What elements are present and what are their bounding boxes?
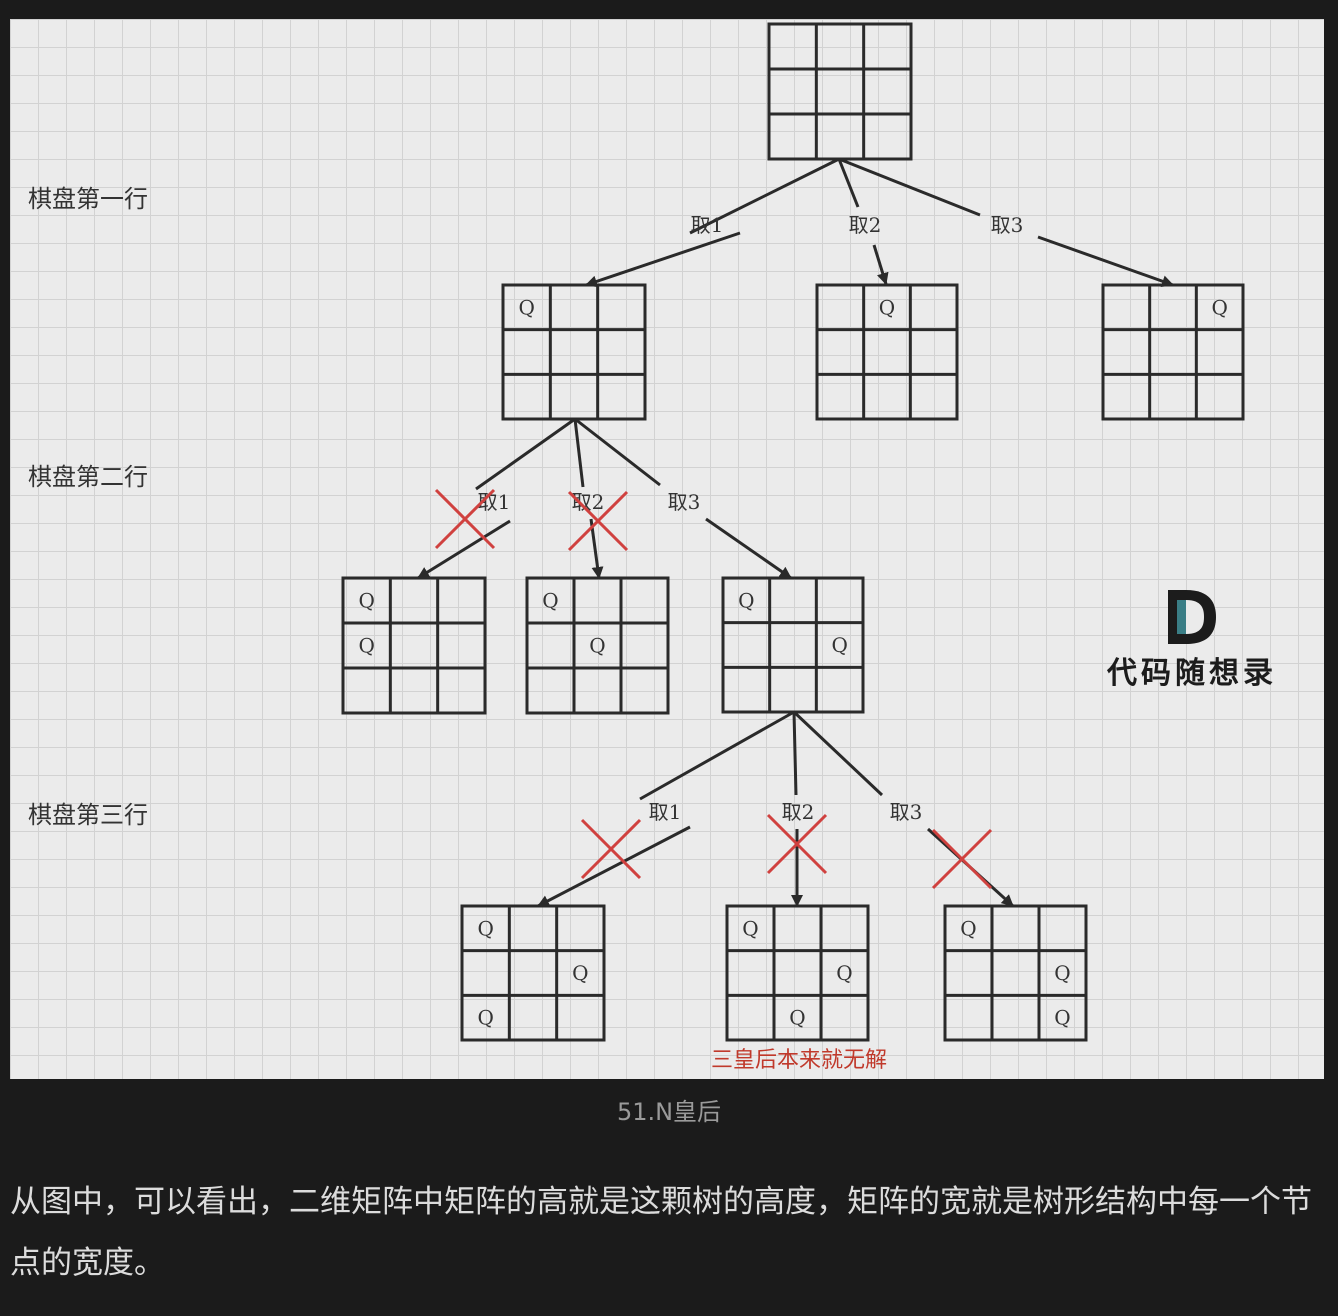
tree-edge — [792, 711, 798, 796]
queen-mark: Q — [358, 589, 374, 613]
row-label-1: 棋盘第一行 — [28, 185, 148, 213]
body-paragraph: 从图中，可以看出，二维矩阵中矩阵的高就是这颗树的高度，矩阵的宽就是树形结构中每一… — [10, 1184, 1312, 1281]
queen-mark: Q — [477, 916, 493, 940]
queen-mark: Q — [1054, 961, 1070, 985]
queen-mark: Q — [1054, 1006, 1070, 1030]
board-level1-1: Q — [501, 283, 647, 421]
logo-d-icon — [1168, 590, 1216, 644]
tree-edge — [574, 417, 661, 487]
prune-cross-icon — [580, 818, 642, 880]
brand-name: 代码随想录 — [1106, 656, 1277, 691]
board-level1-2: Q — [815, 283, 959, 421]
no-solution-note: 三皇后本来就无解 — [711, 1048, 887, 1073]
prune-cross-icon — [567, 490, 629, 552]
row-label-2: 棋盘第二行 — [28, 463, 148, 491]
tree-edges — [417, 157, 1174, 908]
prune-cross-icon — [434, 488, 496, 550]
board-level2-1: QQ — [341, 576, 487, 715]
queen-mark: Q — [358, 634, 374, 658]
figure-caption: 51.N皇后 — [616, 1098, 722, 1126]
prune-cross-icon — [766, 813, 828, 875]
board-root — [767, 22, 913, 161]
queen-mark: Q — [831, 633, 847, 657]
edge-label-level1-1: 取1 — [691, 213, 724, 237]
queen-mark: Q — [742, 916, 758, 940]
tree-edge — [792, 710, 884, 797]
tree-edge — [838, 157, 981, 217]
row-label-3: 棋盘第三行 — [28, 801, 148, 829]
queen-mark: Q — [477, 1006, 493, 1030]
board-level3-3: QQQ — [943, 904, 1088, 1042]
edge-label-level2-3: 取3 — [668, 490, 701, 514]
prune-cross-icon — [931, 828, 993, 890]
tree-edge — [639, 710, 795, 801]
board-level2-3: QQ — [721, 576, 865, 714]
queen-mark: Q — [738, 588, 754, 612]
queen-mark: Q — [589, 634, 605, 658]
tree-edge-arrow — [705, 517, 792, 580]
brand-logo: 代码随想录 — [1106, 590, 1277, 691]
tree-edge-arrow — [417, 519, 511, 580]
edge-label-level3-1: 取1 — [649, 800, 682, 824]
queen-mark: Q — [836, 961, 852, 985]
tree-edge-arrow — [537, 825, 691, 908]
queen-mark: Q — [518, 295, 534, 319]
tree-edge-arrow — [872, 244, 889, 285]
queen-mark: Q — [960, 916, 976, 940]
tree-edge-arrow — [1037, 235, 1174, 287]
tree-edge — [475, 417, 576, 491]
board-level3-2: Q Q Q — [725, 904, 870, 1042]
queen-mark: Q — [879, 295, 895, 319]
prune-crosses — [434, 488, 993, 890]
edge-label-level1-3: 取3 — [991, 213, 1024, 237]
queen-mark: Q — [1211, 295, 1227, 319]
tree-edge-arrow — [585, 231, 741, 288]
tree-edge — [573, 418, 585, 488]
edge-label-level1-2: 取2 — [849, 213, 882, 237]
board-level1-3: Q — [1101, 283, 1245, 421]
board-level3-1: Q Q Q — [460, 904, 606, 1042]
board-level2-2: QQ — [525, 576, 670, 715]
queen-mark: Q — [789, 1006, 805, 1030]
tree-edge — [837, 158, 860, 208]
queen-mark: Q — [572, 961, 588, 985]
edge-label-level3-3: 取3 — [890, 800, 923, 824]
edge-label-level3-2: 取2 — [782, 800, 815, 824]
tree-edge — [689, 157, 840, 235]
tree-edge-arrow — [589, 518, 604, 579]
queen-mark: Q — [542, 589, 558, 613]
